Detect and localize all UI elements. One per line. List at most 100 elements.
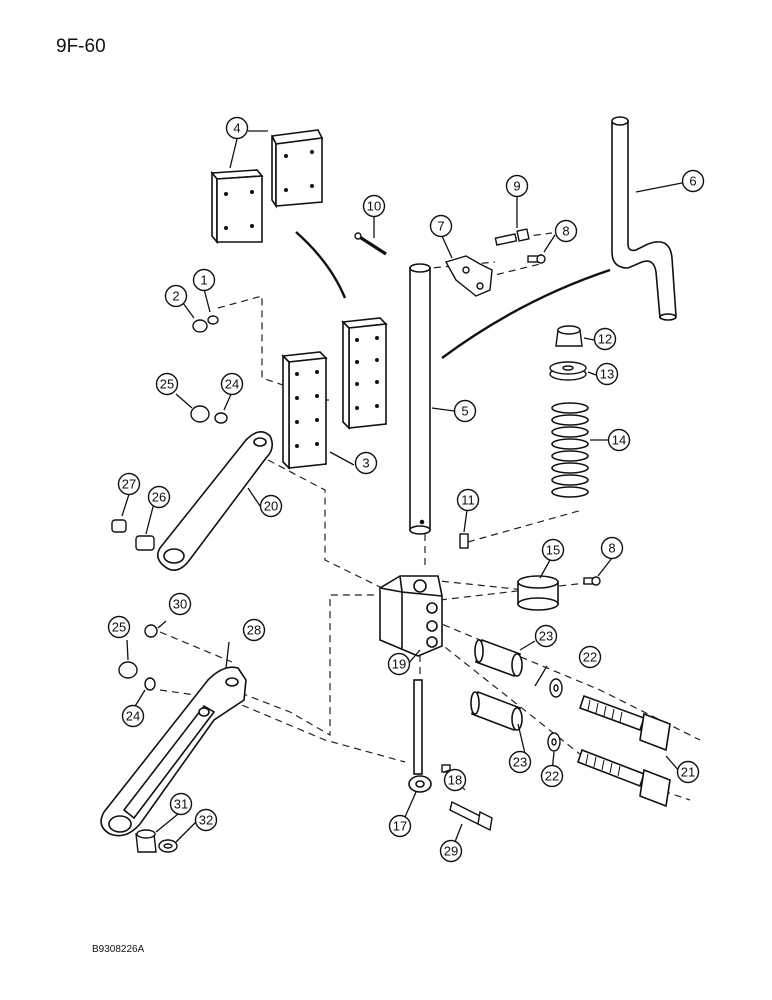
svg-text:25: 25 (112, 620, 126, 635)
shaft-part-5 (409, 263, 431, 535)
collar-part-15 (517, 575, 559, 611)
svg-text:27: 27 (122, 477, 136, 492)
washer-part-32 (158, 839, 178, 853)
svg-text:23: 23 (513, 755, 527, 770)
svg-text:6: 6 (689, 174, 696, 189)
svg-text:3: 3 (362, 456, 369, 471)
bent-tube-part-6 (611, 116, 677, 321)
callout-32: 32 (194, 808, 218, 832)
svg-text:8: 8 (562, 224, 569, 239)
callout-27: 27 (117, 472, 141, 496)
bushing-part-31 (135, 829, 157, 853)
callout-bubbles: 1 2 3 4 5 6 7 8 8 9 10 11 12 13 14 15 17… (107, 116, 705, 863)
bolt-part-21-lower (576, 748, 671, 808)
svg-text:21: 21 (681, 765, 695, 780)
svg-text:24: 24 (225, 377, 239, 392)
callout-18: 18 (443, 768, 467, 792)
reference-curves (295, 231, 611, 359)
callout-25-upper: 25 (155, 372, 179, 396)
wear-pads-part-4 (210, 129, 324, 245)
svg-text:8: 8 (608, 541, 615, 556)
svg-text:29: 29 (444, 844, 458, 859)
bolt-part-29 (449, 800, 493, 832)
bolt-part-9 (494, 228, 530, 246)
svg-text:7: 7 (437, 219, 444, 234)
svg-text:19: 19 (392, 657, 406, 672)
callout-7: 7 (429, 214, 453, 238)
callout-15: 15 (541, 538, 565, 562)
callout-3: 3 (354, 451, 378, 475)
bolt-part-21-upper (578, 694, 671, 752)
callout-22-upper: 22 (578, 645, 602, 669)
svg-text:23: 23 (539, 629, 553, 644)
svg-text:12: 12 (598, 332, 612, 347)
callout-24-lower: 24 (121, 704, 145, 728)
nuts-lower-part-24-25-30 (118, 624, 158, 691)
callout-19: 19 (387, 652, 411, 676)
callout-2: 2 (164, 284, 188, 308)
svg-text:1: 1 (200, 273, 207, 288)
svg-text:26: 26 (152, 490, 166, 505)
svg-text:15: 15 (546, 543, 560, 558)
svg-text:28: 28 (247, 623, 261, 638)
spring-part-14 (551, 402, 589, 498)
svg-text:4: 4 (233, 121, 240, 136)
callout-12: 12 (593, 327, 617, 351)
svg-text:13: 13 (600, 367, 614, 382)
bushings-part-26-27 (111, 519, 155, 551)
callout-23-upper: 23 (534, 624, 558, 648)
callout-26: 26 (147, 485, 171, 509)
svg-text:5: 5 (461, 404, 468, 419)
nuts-part-1-2 (192, 315, 219, 333)
page-number: 9F-60 (56, 36, 106, 57)
callout-8-lower: 8 (600, 536, 624, 560)
screw-part-8-lower (583, 576, 601, 586)
stud-part-11 (459, 533, 469, 549)
callout-17: 17 (388, 814, 412, 838)
callout-13: 13 (595, 362, 619, 386)
callout-21: 21 (676, 760, 700, 784)
callout-8-top: 8 (554, 219, 578, 243)
svg-text:25: 25 (160, 377, 174, 392)
callout-11: 11 (456, 488, 480, 512)
callout-28: 28 (242, 618, 266, 642)
callout-14: 14 (607, 428, 631, 452)
callout-25-lower: 25 (107, 615, 131, 639)
callout-24-upper: 24 (220, 372, 244, 396)
nut-washer-upper-part-24-25 (190, 405, 228, 424)
svg-text:20: 20 (264, 499, 278, 514)
washer-part-13 (549, 361, 587, 381)
washers-part-22 (547, 678, 563, 752)
svg-text:17: 17 (393, 819, 407, 834)
sleeve-part-23-lower (470, 690, 523, 732)
rod-part-17 (408, 679, 432, 793)
svg-text:31: 31 (174, 797, 188, 812)
arm-part-20 (156, 431, 274, 571)
arm-part-28 (100, 666, 247, 837)
svg-text:32: 32 (199, 813, 213, 828)
figure-reference-code: B9308226A (92, 944, 145, 955)
callout-20: 20 (259, 494, 283, 518)
svg-text:22: 22 (583, 650, 597, 665)
block-part-19 (379, 575, 443, 657)
svg-text:18: 18 (448, 773, 462, 788)
callout-5: 5 (453, 399, 477, 423)
nut-part-12 (555, 325, 583, 347)
sleeve-part-23-upper (474, 638, 523, 678)
clamp-part-7 (444, 255, 493, 297)
svg-text:24: 24 (126, 709, 140, 724)
svg-text:22: 22 (545, 769, 559, 784)
svg-text:30: 30 (173, 597, 187, 612)
svg-text:14: 14 (612, 433, 626, 448)
callout-30: 30 (168, 592, 192, 616)
svg-text:9: 9 (513, 179, 520, 194)
callout-22-lower: 22 (540, 764, 564, 788)
callout-9: 9 (505, 174, 529, 198)
screw-part-8-top (527, 254, 546, 264)
callout-23-lower: 23 (508, 750, 532, 774)
pin-part-10 (354, 232, 387, 256)
callout-10: 10 (362, 194, 386, 218)
callout-4-top: 4 (225, 116, 249, 140)
svg-text:11: 11 (461, 493, 475, 508)
